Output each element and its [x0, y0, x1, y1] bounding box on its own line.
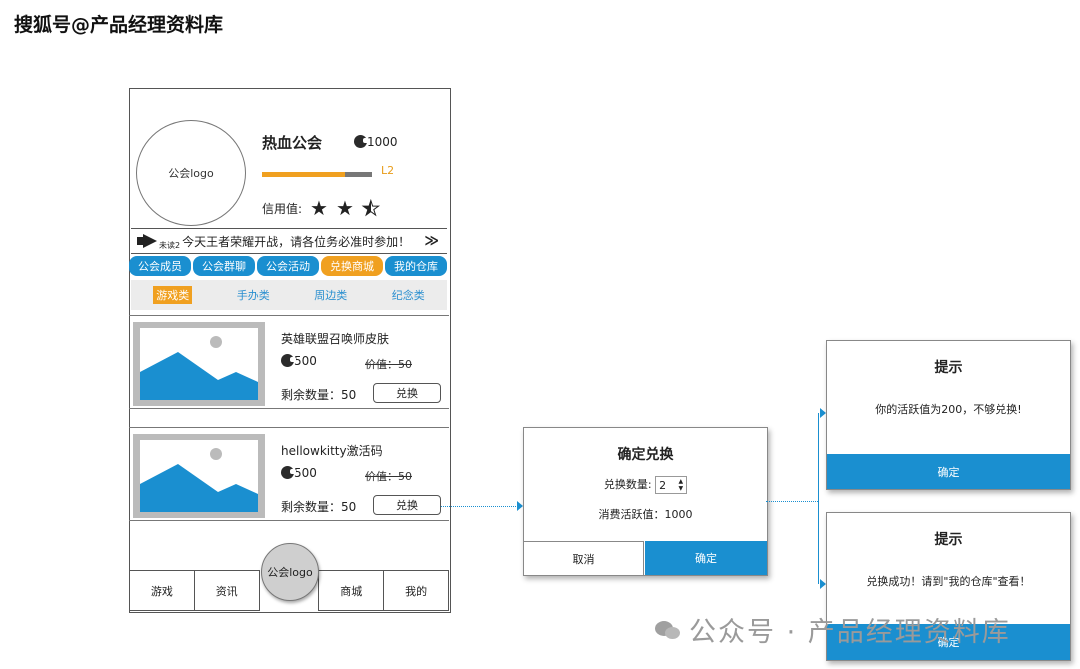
- star-full-icon: ★: [335, 196, 354, 220]
- credit-label: 信用值:: [262, 201, 303, 216]
- redeem-button[interactable]: 兑换: [373, 495, 441, 515]
- flow-branch-line: [818, 413, 819, 584]
- guild-name: 热血公会: [262, 134, 323, 152]
- tab-chat[interactable]: 公会群聊: [193, 256, 255, 276]
- watermark-bottom: 公众号 · 产品经理资料库: [655, 610, 1011, 649]
- coin-icon: [354, 135, 369, 148]
- item-original-value: 价值：50: [365, 470, 412, 483]
- subtab-merch[interactable]: 周边类: [314, 289, 348, 302]
- wechat-icon: [655, 619, 681, 641]
- tab-activities[interactable]: 公会活动: [257, 256, 319, 276]
- item-name: hellowkitty激活码: [281, 444, 383, 458]
- arrow-right-icon: [820, 408, 826, 418]
- quantity-value: 2: [659, 478, 667, 492]
- quantity-row: 兑换数量: 2 ▲▼: [524, 476, 767, 494]
- dialog-title: 确定兑换: [617, 447, 674, 463]
- coin-icon: [281, 354, 296, 367]
- item-stock: 剩余数量：50: [281, 500, 357, 514]
- nav-guild-center-button[interactable]: 公会logo: [261, 543, 319, 601]
- nav-mall[interactable]: 商城: [318, 570, 385, 611]
- ok-button[interactable]: 确定: [827, 454, 1070, 489]
- redeem-button[interactable]: 兑换: [373, 383, 441, 403]
- arrow-right-icon: [517, 501, 523, 511]
- item-name: 英雄联盟召唤师皮肤: [281, 332, 390, 346]
- tab-exchange-mall[interactable]: 兑换商城: [321, 256, 383, 276]
- coin-icon: [281, 466, 296, 479]
- category-subtabs: 游戏类 手办类 周边类 纪念类: [131, 280, 447, 310]
- bottom-nav: 游戏 资讯 商城 我的: [129, 570, 449, 611]
- arrow-right-icon: [820, 579, 826, 589]
- ok-button[interactable]: 确定: [827, 624, 1070, 660]
- cancel-button[interactable]: 取消: [524, 541, 644, 575]
- guild-coins: 1000: [354, 135, 398, 149]
- star-full-icon: ★: [310, 196, 328, 220]
- unread-badge: 未读2: [159, 241, 181, 250]
- dialog-title: 提示: [934, 532, 963, 548]
- megaphone-icon: [137, 234, 159, 248]
- insufficient-balance-dialog: 提示 你的活跃值为200，不够兑换! 确定: [826, 340, 1071, 490]
- item-stock: 剩余数量：50: [281, 388, 357, 402]
- notice-bar[interactable]: 未读2 今天王者荣耀开战，请各位务必准时参加！ ≫: [131, 228, 447, 254]
- quantity-label: 兑换数量:: [603, 478, 652, 491]
- subtab-souvenirs[interactable]: 纪念类: [391, 289, 425, 302]
- dialog-title: 提示: [934, 360, 963, 376]
- dialog-message: 兑换成功！请到"我的仓库"查看！: [866, 575, 1031, 588]
- watermark-bottom-text: 公众号 · 产品经理资料库: [689, 617, 1011, 648]
- list-item: 英雄联盟召唤师皮肤 500 价值：50 剩余数量：50 兑换: [129, 315, 449, 409]
- quantity-stepper[interactable]: 2 ▲▼: [655, 476, 688, 494]
- tab-my-warehouse[interactable]: 我的仓库: [385, 256, 447, 276]
- item-price: 500: [281, 466, 317, 480]
- level-progress-bar: [262, 172, 372, 177]
- confirm-dialog: 确定兑换 兑换数量: 2 ▲▼ 消费活跃值：1000 取消 确定: [523, 427, 768, 576]
- nav-news[interactable]: 资讯: [193, 570, 260, 611]
- tab-members[interactable]: 公会成员: [129, 256, 191, 276]
- flow-connector: [766, 501, 818, 502]
- guild-logo-text: 公会logo: [168, 167, 214, 180]
- nav-mine[interactable]: 我的: [383, 570, 449, 611]
- guild-level: L2: [381, 164, 395, 177]
- success-dialog: 提示 兑换成功！请到"我的仓库"查看！ 确定: [826, 512, 1071, 661]
- guild-tabs: 公会成员 公会群聊 公会活动 兑换商城 我的仓库: [129, 256, 449, 276]
- credit-rating: 信用值: ★ ★ ★: [262, 196, 380, 220]
- cost-label: 消费活跃值：1000: [598, 508, 693, 521]
- nav-games[interactable]: 游戏: [129, 570, 195, 611]
- flow-connector: [441, 506, 518, 507]
- guild-logo[interactable]: 公会logo: [136, 120, 246, 226]
- watermark-top: 搜狐号@产品经理资料库: [14, 14, 224, 36]
- confirm-button[interactable]: 确定: [645, 541, 767, 575]
- dialog-message: 你的活跃值为200，不够兑换!: [875, 403, 1022, 416]
- stepper-arrows-icon[interactable]: ▲▼: [678, 478, 684, 492]
- list-item: hellowkitty激活码 500 价值：50 剩余数量：50 兑换: [129, 427, 449, 521]
- star-half-icon: ★: [361, 198, 380, 219]
- subtab-figures[interactable]: 手办类: [236, 289, 270, 302]
- image-placeholder-icon: [133, 434, 265, 518]
- level-progress-fill: [262, 172, 345, 177]
- item-price-value: 500: [294, 466, 317, 480]
- item-price: 500: [281, 354, 317, 368]
- item-price-value: 500: [294, 354, 317, 368]
- double-chevron-right-icon[interactable]: ≫: [424, 233, 439, 249]
- guild-coin-value: 1000: [367, 135, 398, 149]
- notice-text: 今天王者荣耀开战，请各位务必准时参加！: [182, 234, 411, 249]
- item-original-value: 价值：50: [365, 358, 412, 371]
- image-placeholder-icon: [133, 322, 265, 406]
- subtab-games[interactable]: 游戏类: [153, 286, 193, 304]
